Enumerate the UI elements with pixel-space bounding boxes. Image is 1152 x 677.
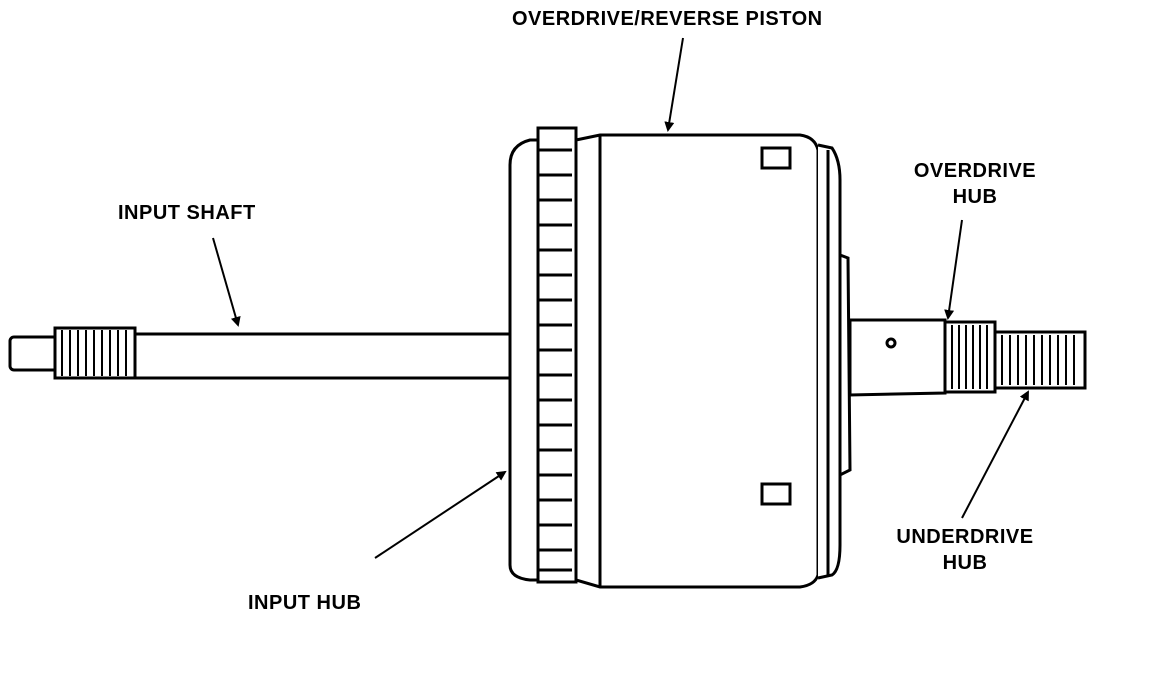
input-hub-teeth [538, 148, 572, 572]
input-hub-label: INPUT HUB [248, 592, 362, 614]
overdrive-hub-label: OVERDRIVE HUB [895, 158, 1055, 210]
input-hub [508, 126, 578, 584]
underdrive-hub-splines [1001, 335, 1075, 385]
input-shaft-splines [61, 330, 127, 376]
overdrive-hub-splines [951, 325, 988, 389]
input-hub-arrow [374, 470, 507, 559]
overdrive-hub-label-line1: OVERDRIVE [913, 160, 1037, 182]
underdrive-hub-label: UNDERDRIVE HUB [875, 524, 1055, 576]
input-shaft-arrow [212, 237, 241, 327]
piston-drum [574, 133, 842, 589]
underdrive-hub-label-line1: UNDERDRIVE [896, 526, 1034, 548]
underdrive-hub-label-line2: HUB [942, 552, 988, 574]
rear-hub-section [838, 252, 947, 478]
overdrive-hub-label-line2: HUB [952, 186, 998, 208]
underdrive-hub [993, 330, 1087, 390]
overdrive-hub-arrow [944, 219, 963, 320]
piston-label: OVERDRIVE/REVERSE PISTON [512, 8, 823, 30]
piston-arrow [664, 37, 684, 132]
underdrive-hub-arrow [961, 390, 1029, 519]
input-shaft-label: INPUT SHAFT [118, 202, 256, 224]
